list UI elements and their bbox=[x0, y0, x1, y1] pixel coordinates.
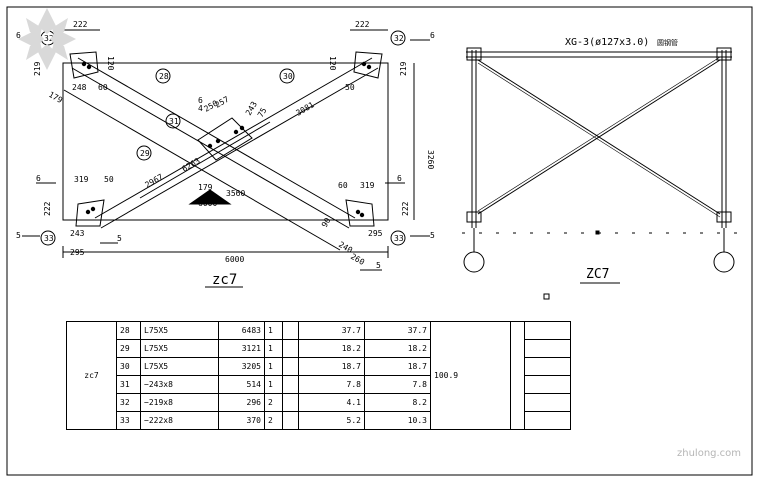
mark-bubble-29 bbox=[136, 145, 152, 161]
left-drawing-title: zc7 bbox=[212, 272, 237, 288]
section-mark-6: 5 bbox=[430, 231, 435, 240]
mark-bubble-30 bbox=[279, 68, 295, 84]
tube-spec-note: 圆钢管 bbox=[657, 38, 678, 47]
dim-width-label: 6000 bbox=[225, 255, 244, 264]
svg-text:295: 295 bbox=[70, 248, 85, 257]
group-cell: zc7 bbox=[66, 321, 117, 430]
svg-text:6000: 6000 bbox=[198, 199, 217, 208]
svg-text:75: 75 bbox=[256, 106, 269, 119]
mark-bubble-31 bbox=[165, 113, 181, 129]
plate-mark-32-right: 32 bbox=[394, 34, 404, 43]
note-fraction-num: 6 bbox=[198, 96, 203, 105]
total-cell: 100.9 bbox=[430, 321, 511, 430]
svg-text:3081: 3081 bbox=[295, 100, 316, 118]
svg-text:179: 179 bbox=[198, 183, 213, 192]
mark-bubble-33-right bbox=[390, 230, 406, 246]
section-mark-5: 5 bbox=[16, 231, 21, 240]
svg-text:319: 319 bbox=[360, 181, 375, 190]
right-drawing-title: ZC7 bbox=[586, 267, 609, 282]
svg-text:120: 120 bbox=[106, 56, 115, 71]
svg-text:222: 222 bbox=[43, 201, 52, 216]
frame-outline bbox=[62, 62, 389, 221]
svg-text:219: 219 bbox=[399, 61, 408, 76]
gusset-plate-32-left bbox=[69, 51, 99, 79]
member-29-30-line-a bbox=[94, 57, 373, 219]
center-plate-31 bbox=[197, 117, 253, 161]
svg-text:120: 120 bbox=[328, 56, 337, 71]
svg-text:240: 240 bbox=[337, 240, 354, 255]
svg-text:219: 219 bbox=[33, 61, 42, 76]
table-row: zc7 28 L75X5 6483 1 37.7 37.7 100.9 bbox=[66, 321, 571, 430]
gusset-plate-33-right bbox=[345, 199, 375, 227]
svg-text:243: 243 bbox=[70, 229, 85, 238]
sheet-border bbox=[6, 6, 753, 476]
axis-bubble-left bbox=[463, 251, 485, 273]
direction-arrow bbox=[188, 189, 232, 205]
svg-text:179: 179 bbox=[47, 90, 64, 105]
svg-text:319: 319 bbox=[74, 175, 89, 184]
member-mark-29: 29 bbox=[140, 149, 150, 158]
plate-mark-33-right: 33 bbox=[394, 234, 404, 243]
section-mark-4: 6 bbox=[397, 174, 402, 183]
tube-diagonal-2 bbox=[477, 59, 721, 215]
member-28-line-a bbox=[77, 57, 356, 219]
brace-elevation bbox=[22, 29, 430, 288]
svg-text:222: 222 bbox=[401, 201, 410, 216]
gusset-plate-33-left bbox=[75, 199, 105, 227]
section-mark-1: 6 bbox=[16, 31, 21, 40]
svg-text:50: 50 bbox=[104, 175, 114, 184]
axis-bubble-right bbox=[713, 251, 735, 273]
dim-top-right-label: 222 bbox=[355, 20, 370, 29]
section-mark-3: 6 bbox=[36, 174, 41, 183]
mark-bubble-33-left bbox=[40, 230, 56, 246]
member-mark-31: 31 bbox=[169, 117, 179, 126]
note-fraction-den: 4 bbox=[198, 104, 203, 113]
svg-text:60: 60 bbox=[98, 83, 108, 92]
watermark-logo bbox=[18, 8, 76, 70]
small-square-mark bbox=[543, 293, 550, 300]
member-mark-28: 28 bbox=[159, 72, 169, 81]
svg-text:248: 248 bbox=[72, 83, 87, 92]
svg-text:257: 257 bbox=[214, 95, 231, 110]
plate-mark-33-left: 33 bbox=[44, 234, 54, 243]
material-table: zc7 28 L75X5 6483 1 37.7 37.7 100.9 29 L… bbox=[66, 321, 571, 430]
mark-bubble-32-right bbox=[390, 30, 406, 46]
svg-text:3560: 3560 bbox=[226, 189, 245, 198]
svg-text:60: 60 bbox=[338, 181, 348, 190]
member-29-30-line-b bbox=[100, 67, 379, 229]
section-mark-8: 5 bbox=[376, 261, 381, 270]
svg-text:50: 50 bbox=[345, 83, 355, 92]
section-mark-2: 6 bbox=[430, 31, 435, 40]
tube-spec-header: XG-3(ø127x3.0) bbox=[565, 37, 649, 48]
svg-text:295: 295 bbox=[368, 229, 383, 238]
dim-top-left-label: 222 bbox=[73, 20, 88, 29]
mark-bubble-28 bbox=[155, 68, 171, 84]
tube-brace-elevation bbox=[462, 47, 738, 300]
watermark-text: zhulong.com bbox=[677, 448, 742, 459]
dim-height-label: 3260 bbox=[426, 150, 435, 169]
svg-text:260: 260 bbox=[349, 252, 366, 267]
svg-text:2967: 2967 bbox=[144, 172, 165, 190]
gusset-plate-32-right bbox=[353, 51, 383, 79]
plate-mark-32-left: 32 bbox=[44, 34, 54, 43]
dim-slant-lower bbox=[63, 89, 341, 251]
svg-text:90: 90 bbox=[320, 216, 333, 229]
bolt-holes bbox=[81, 61, 372, 218]
dim-slant-mid bbox=[139, 121, 271, 199]
member-mark-30: 30 bbox=[283, 72, 293, 81]
table-row: 33 −222x8 370 2 5.2 10.3 bbox=[67, 411, 571, 430]
section-mark-7: 5 bbox=[117, 234, 122, 243]
